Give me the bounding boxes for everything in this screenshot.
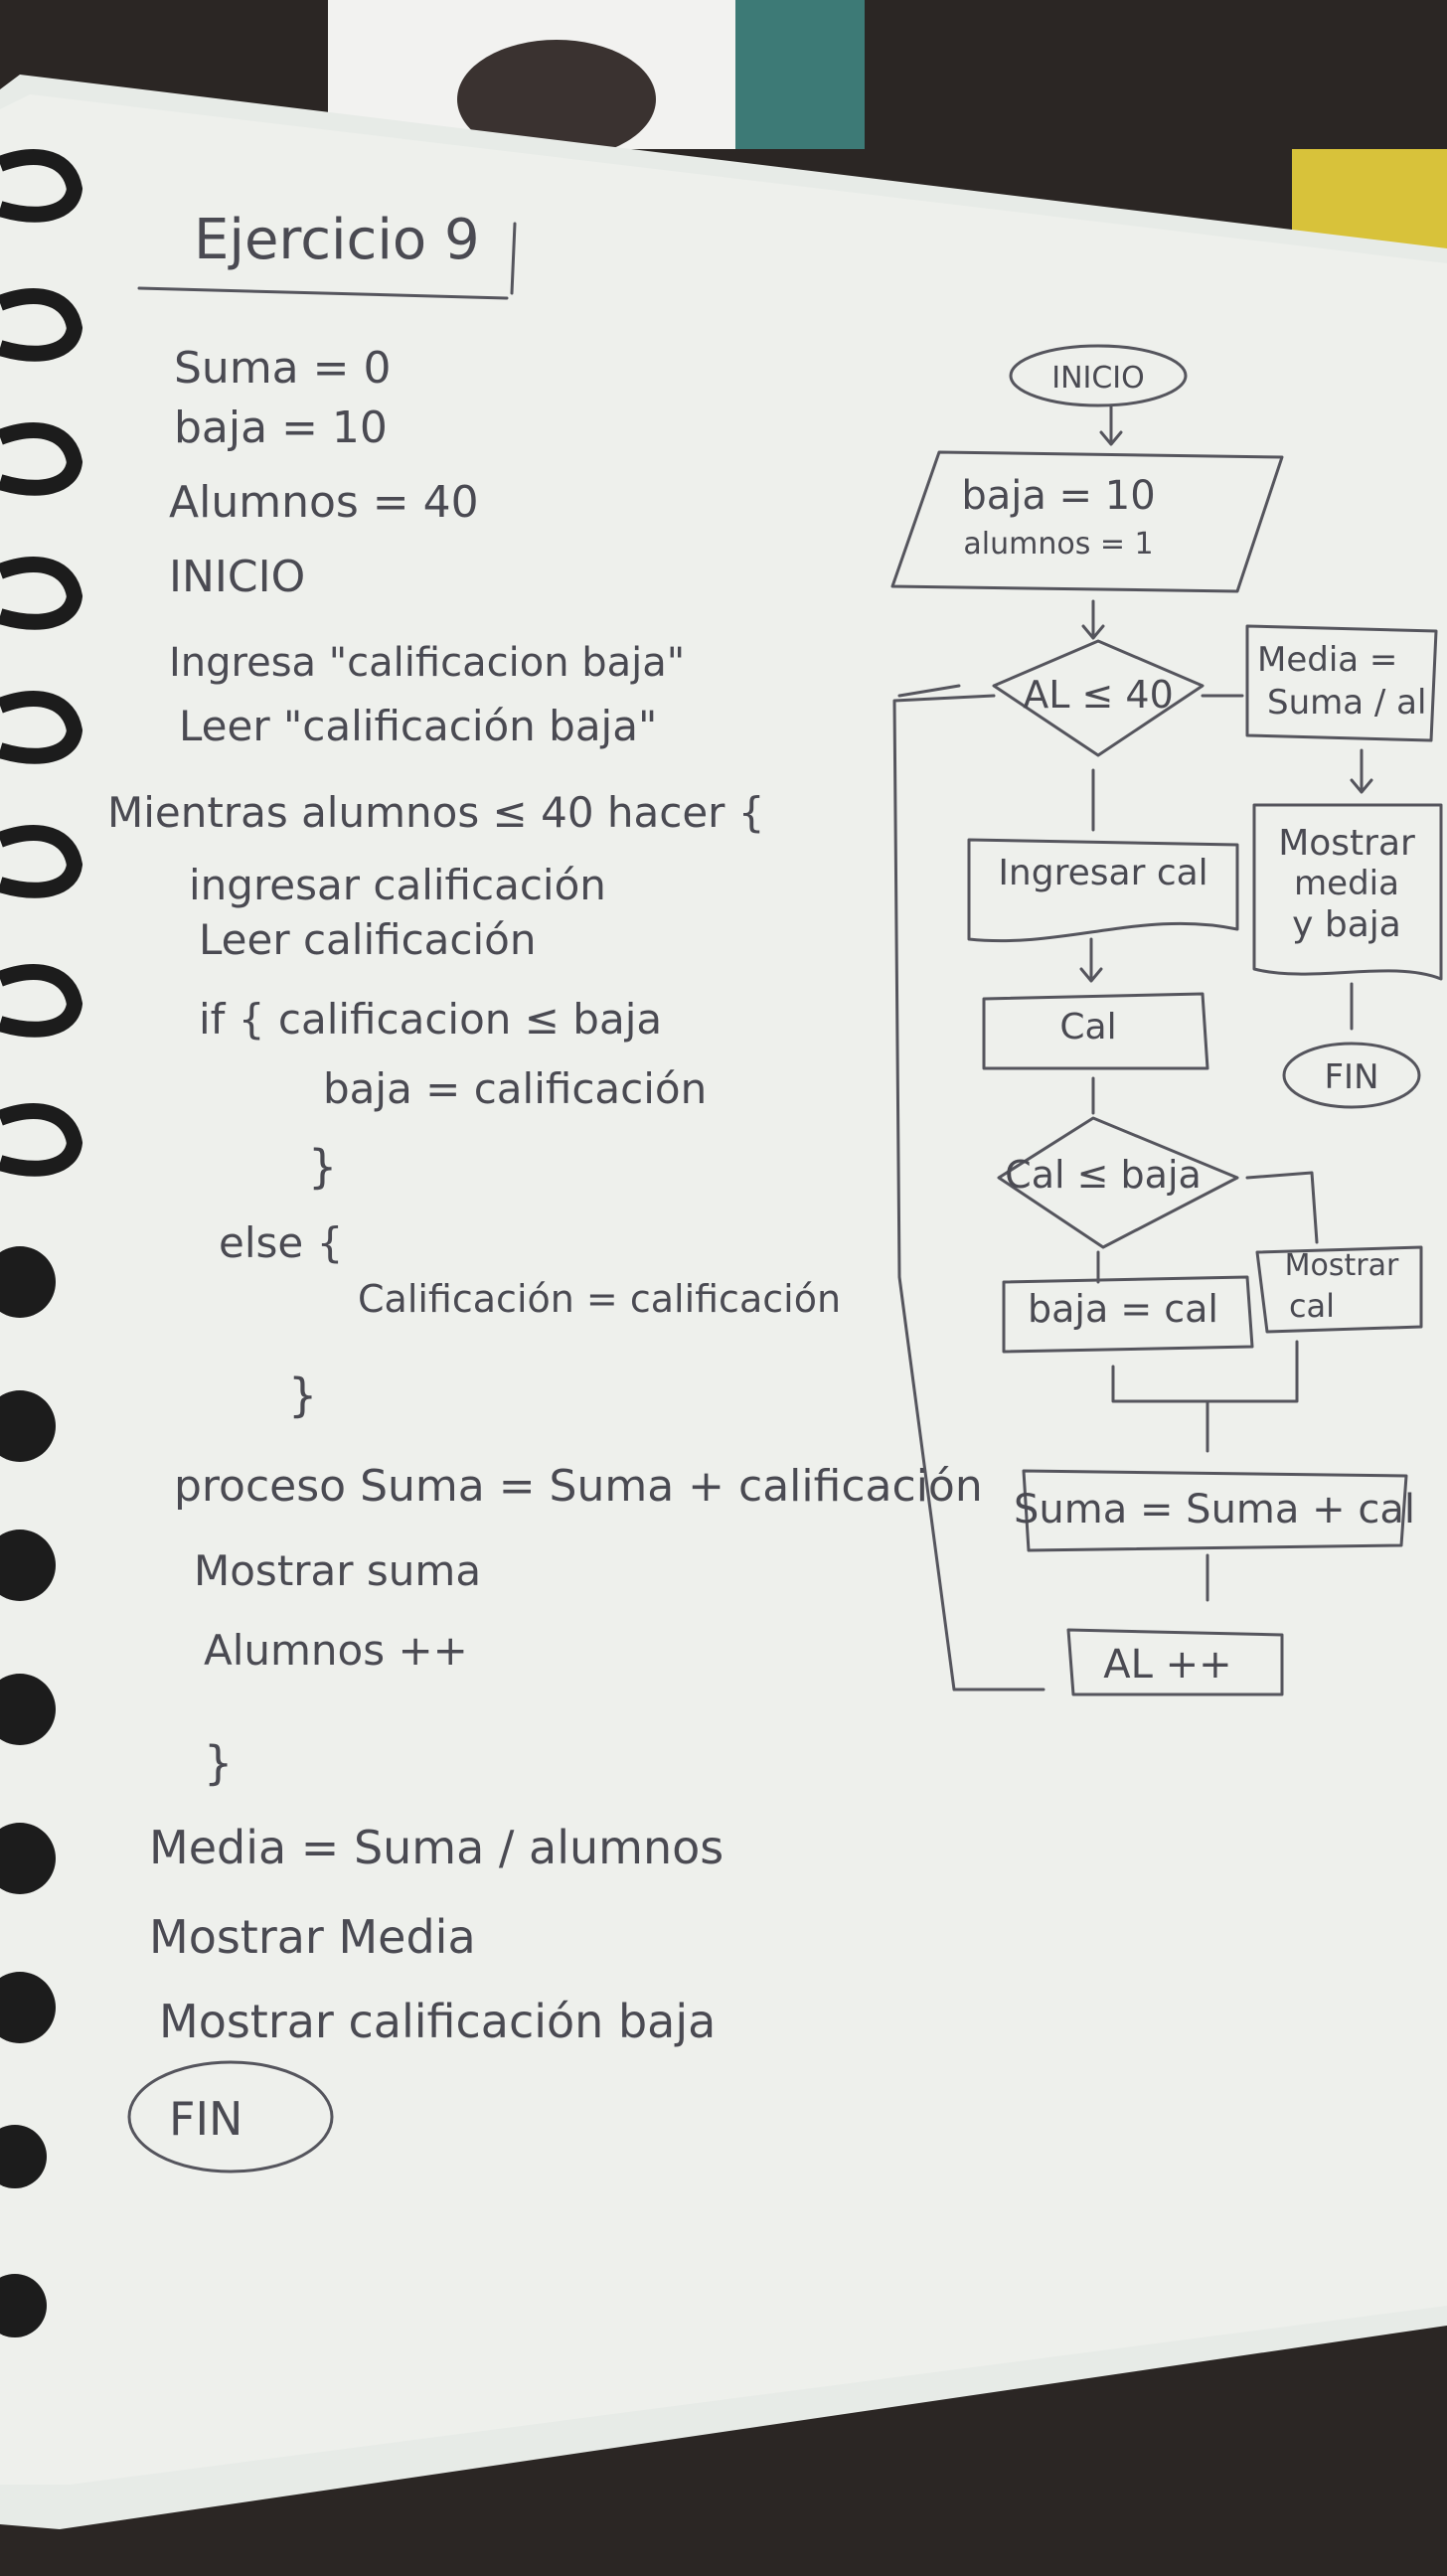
arrow (1079, 937, 1103, 983)
code-line: } (288, 1368, 317, 1422)
init-line: baja = 10 (961, 473, 1155, 519)
show-cal-line: Mostrar (1285, 1248, 1399, 1283)
code-line: Leer "calificación baja" (179, 702, 657, 750)
show-results-line: y baja (1292, 904, 1401, 945)
fabric-teal (735, 0, 865, 149)
code-line: } (204, 1736, 233, 1790)
code-line: baja = calificación (323, 1064, 707, 1113)
show-results-document (1252, 803, 1443, 981)
title-underline (137, 286, 509, 300)
sum-process (1022, 1469, 1408, 1552)
code-line: Suma = 0 (174, 343, 391, 394)
code-line: Media = Suma / alumnos (149, 1821, 724, 1874)
pseudocode-block: Suma = 0 baja = 10 Alumnos = 40 INICIO I… (107, 343, 983, 2174)
increment-label: AL ++ (1103, 1642, 1231, 1688)
code-line: Mostrar Media (149, 1910, 476, 1964)
code-line: Calificación = calificación (358, 1277, 841, 1321)
end-label: FIN (1324, 1057, 1378, 1097)
arrow (1350, 748, 1373, 794)
show-cal-output (1255, 1245, 1423, 1334)
compare-label: Cal ≤ baja (1005, 1153, 1202, 1197)
end-terminal (1282, 1042, 1421, 1109)
code-line: ingresar calificación (189, 861, 606, 909)
read-process (982, 992, 1209, 1070)
code-line: } (308, 1140, 337, 1194)
flowchart: INICIO baja = 10 alumnos = 1 AL ≤ 40 Med… (890, 344, 1443, 1696)
init-line: alumnos = 1 (963, 527, 1153, 562)
code-line: Mostrar calificación baja (159, 1995, 716, 2048)
spiral-binding (0, 149, 83, 2337)
loop-condition: AL ≤ 40 (1023, 673, 1174, 717)
fin-oval (127, 2060, 334, 2174)
input-document (967, 838, 1239, 943)
show-results-line: media (1294, 864, 1399, 903)
code-line: if { calificacion ≤ baja (199, 995, 662, 1044)
code-line: Alumnos = 40 (169, 477, 479, 528)
code-line: Ingresa "calificacion baja" (169, 640, 685, 686)
average-line: Media = (1257, 640, 1397, 680)
compare-decision (997, 1116, 1239, 1249)
page-title: Ejercicio 9 (194, 208, 480, 272)
arrow (1081, 599, 1105, 640)
show-cal-line: cal (1289, 1287, 1335, 1325)
increment-process (1066, 1628, 1284, 1696)
input-label: Ingresar cal (998, 853, 1207, 893)
arrow (1099, 403, 1123, 446)
show-results-line: Mostrar (1278, 823, 1415, 864)
loop-back-line (892, 694, 1045, 1691)
start-terminal (1009, 344, 1188, 407)
read-label: Cal (1059, 1007, 1116, 1047)
init-data-box (890, 450, 1284, 593)
code-line: baja = 10 (174, 402, 388, 453)
loop-decision (992, 639, 1205, 757)
code-line: Mientras alumnos ≤ 40 hacer { (107, 788, 765, 837)
average-process (1245, 624, 1438, 742)
assign-low-label: baja = cal (1028, 1287, 1218, 1331)
no-branch-line (1245, 1171, 1319, 1244)
merge-line (1111, 1340, 1299, 1403)
code-line: Leer calificación (199, 915, 537, 964)
start-label: INICIO (1051, 361, 1145, 396)
code-line: else { (219, 1218, 343, 1267)
code-line: proceso Suma = Suma + calificación (174, 1461, 983, 1512)
code-line: Alumnos ++ (204, 1626, 468, 1675)
average-line: Suma / al (1267, 683, 1426, 723)
assign-low-process (1002, 1275, 1254, 1354)
sum-label: Suma = Suma + cal (1014, 1487, 1415, 1532)
code-line: FIN (169, 2092, 242, 2146)
code-line: INICIO (169, 552, 305, 602)
code-line: Mostrar suma (194, 1546, 481, 1595)
